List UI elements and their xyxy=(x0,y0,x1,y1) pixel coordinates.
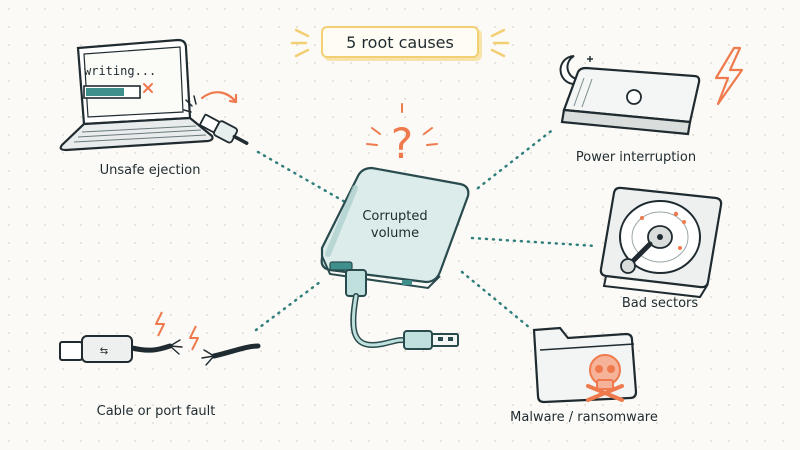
diagram-title: 5 root causes xyxy=(321,26,479,58)
question-mark-icon: ? xyxy=(366,103,438,168)
connectors xyxy=(254,126,598,332)
center-node-label: Corrupted volume xyxy=(335,208,455,242)
skull-icon xyxy=(586,354,624,402)
center-label-line1: Corrupted xyxy=(362,209,428,224)
hard-disk-icon xyxy=(599,186,723,299)
svg-text:⇆: ⇆ xyxy=(100,346,108,357)
cause-label-bad-sectors: Bad sectors xyxy=(621,296,699,311)
write-progress-fill xyxy=(86,88,124,96)
power-device-icon xyxy=(560,66,701,136)
laptop-screen-text: writing... xyxy=(84,64,157,78)
title-rays xyxy=(290,28,510,58)
folder-icon xyxy=(532,326,638,404)
laptop-icon xyxy=(59,38,214,152)
usb-plug-icon xyxy=(183,91,249,145)
cause-label-unsafe-ejection: Unsafe ejection xyxy=(99,163,201,178)
svg-text:?: ? xyxy=(391,119,413,168)
lightning-icon xyxy=(714,46,744,106)
cause-label-cable-or-port-fault: Cable or port fault xyxy=(96,404,216,419)
connector-malware xyxy=(460,270,532,330)
broken-cable-icon: ⇆ xyxy=(59,311,261,366)
external-drive-icon xyxy=(320,166,470,350)
cause-label-malware-ransomware: Malware / ransomware xyxy=(510,410,658,425)
cause-label-power-interruption: Power interruption xyxy=(575,150,697,165)
connector-cable-fault xyxy=(254,280,322,332)
connector-unsafe-ejection xyxy=(256,150,347,204)
connector-power-interruption xyxy=(476,126,557,190)
center-label-line2: volume xyxy=(370,226,420,241)
connector-bad-sectors xyxy=(470,236,598,248)
